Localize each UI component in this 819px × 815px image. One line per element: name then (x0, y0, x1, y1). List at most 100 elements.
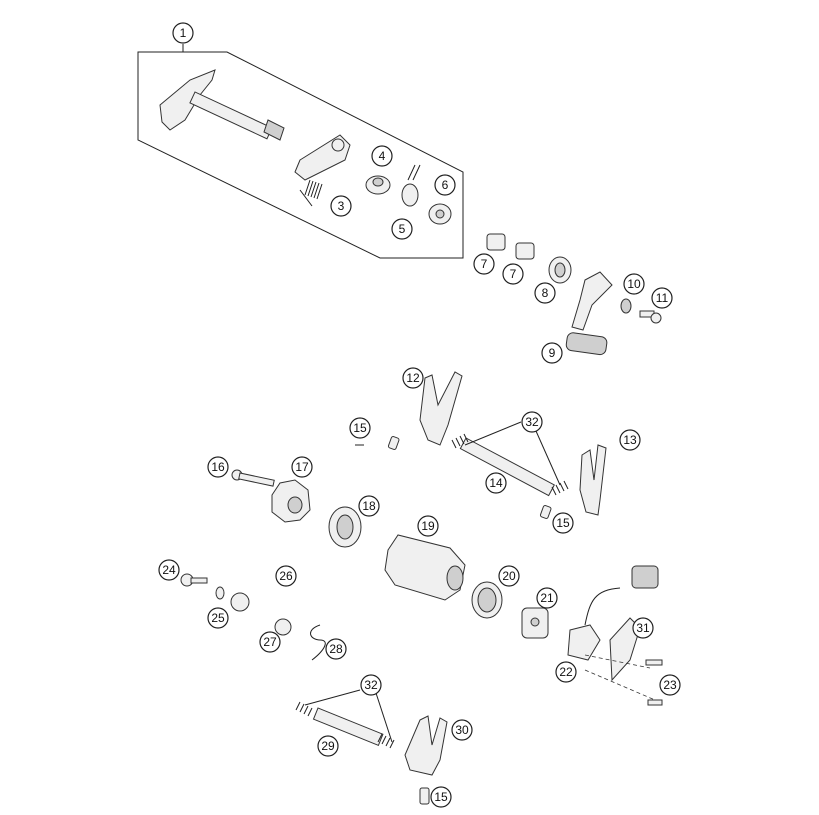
part-23-screws (645, 659, 663, 706)
callout-20: 20 (498, 565, 520, 587)
svg-text:16: 16 (211, 460, 225, 474)
svg-text:15: 15 (434, 790, 448, 804)
part-29-fork-rail (312, 707, 384, 746)
part-16-bolt (231, 469, 275, 487)
assembly-boundary-1 (137, 51, 464, 259)
part-20-bearing (471, 581, 503, 619)
part-18-bearing (328, 506, 362, 548)
callout-26: 26 (275, 565, 297, 587)
spring-32-upper-right (551, 480, 569, 496)
svg-text:9: 9 (549, 346, 556, 360)
svg-text:12: 12 (406, 371, 420, 385)
callout-25: 25 (207, 607, 229, 629)
svg-text:4: 4 (379, 149, 386, 163)
spring-3 (304, 179, 323, 200)
part-13-shift-fork (579, 444, 607, 516)
svg-text:10: 10 (627, 277, 641, 291)
part-10-washer (620, 298, 632, 314)
part-11-bolt (639, 310, 662, 324)
svg-text:19: 19 (421, 519, 435, 533)
svg-text:7: 7 (481, 257, 488, 271)
svg-text:20: 20 (502, 569, 516, 583)
callout-5: 5 (391, 218, 413, 240)
callout-15-b: 15 (552, 512, 574, 534)
svg-text:32: 32 (525, 415, 539, 429)
callout-1: 1 (172, 22, 194, 44)
svg-text:13: 13 (623, 433, 637, 447)
part-27-bushing (274, 618, 292, 636)
svg-text:28: 28 (329, 642, 343, 656)
callout-6: 6 (434, 174, 456, 196)
callout-29: 29 (317, 735, 339, 757)
svg-text:14: 14 (489, 476, 503, 490)
part-8-seal (548, 256, 572, 284)
callout-15-a: 15 (349, 417, 371, 439)
spring-32-upper-left (451, 433, 469, 449)
svg-text:18: 18 (362, 499, 376, 513)
svg-text:24: 24 (162, 563, 176, 577)
callout-4: 4 (371, 145, 393, 167)
svg-text:32: 32 (364, 678, 378, 692)
part-5-clip (401, 164, 421, 207)
callout-32-a: 32 (521, 411, 543, 433)
callout-8: 8 (534, 282, 556, 304)
shift-quadrant-plate (294, 134, 351, 181)
callout-14: 14 (485, 472, 507, 494)
callout-15-c: 15 (430, 786, 452, 808)
callout-17: 17 (291, 456, 313, 478)
part-25-roller (230, 592, 250, 612)
part-17-drum-locator (271, 479, 311, 523)
pin-15-b (539, 505, 552, 519)
part-28-spring (310, 624, 326, 661)
callout-11: 11 (651, 287, 673, 309)
part-4-bushing (365, 175, 391, 195)
svg-text:29: 29 (321, 739, 335, 753)
spring-32-lower-right (377, 733, 395, 749)
part-14-fork-rail (459, 437, 555, 497)
part-21-sensor-housing (521, 607, 549, 639)
callout-13: 13 (619, 429, 641, 451)
pin-15-c (419, 787, 430, 805)
part-22-gear-sensor (567, 565, 659, 661)
callout-19: 19 (417, 515, 439, 537)
callout-27: 27 (259, 631, 281, 653)
callout-7-a: 7 (473, 253, 495, 275)
part-12-shift-fork (419, 371, 463, 446)
svg-text:11: 11 (656, 291, 669, 305)
part-25-washer (215, 586, 225, 600)
svg-text:25: 25 (211, 611, 225, 625)
callout-10: 10 (623, 273, 645, 295)
callout-28: 28 (325, 638, 347, 660)
svg-text:1: 1 (180, 26, 187, 40)
callout-30: 30 (451, 719, 473, 741)
svg-text:3: 3 (338, 199, 345, 213)
callout-12: 12 (402, 367, 424, 389)
callout-3: 3 (330, 195, 352, 217)
spring-32-lower-left (295, 701, 313, 717)
svg-text:8: 8 (542, 286, 549, 300)
svg-text:15: 15 (556, 516, 570, 530)
svg-text:21: 21 (540, 591, 554, 605)
part-19-shift-drum (384, 534, 466, 601)
callout-22: 22 (555, 661, 577, 683)
svg-text:17: 17 (295, 460, 309, 474)
svg-text:26: 26 (279, 569, 293, 583)
svg-text:7: 7 (510, 267, 517, 281)
pin-15-a (387, 436, 400, 450)
svg-text:31: 31 (636, 621, 650, 635)
callout-31: 31 (632, 617, 654, 639)
callout-18: 18 (358, 495, 380, 517)
callout-21: 21 (536, 587, 558, 609)
callout-9: 9 (541, 342, 563, 364)
part-9-shift-lever (565, 271, 613, 356)
part-6-washer (428, 203, 452, 225)
part-7-bushing-a (486, 233, 506, 251)
callout-16: 16 (207, 456, 229, 478)
leader-lines (299, 189, 561, 743)
part-31-bracket (584, 617, 656, 701)
callout-7-b: 7 (502, 263, 524, 285)
svg-text:22: 22 (559, 665, 573, 679)
part-7-bushing-b (515, 242, 535, 260)
part-30-shift-fork (404, 715, 448, 776)
